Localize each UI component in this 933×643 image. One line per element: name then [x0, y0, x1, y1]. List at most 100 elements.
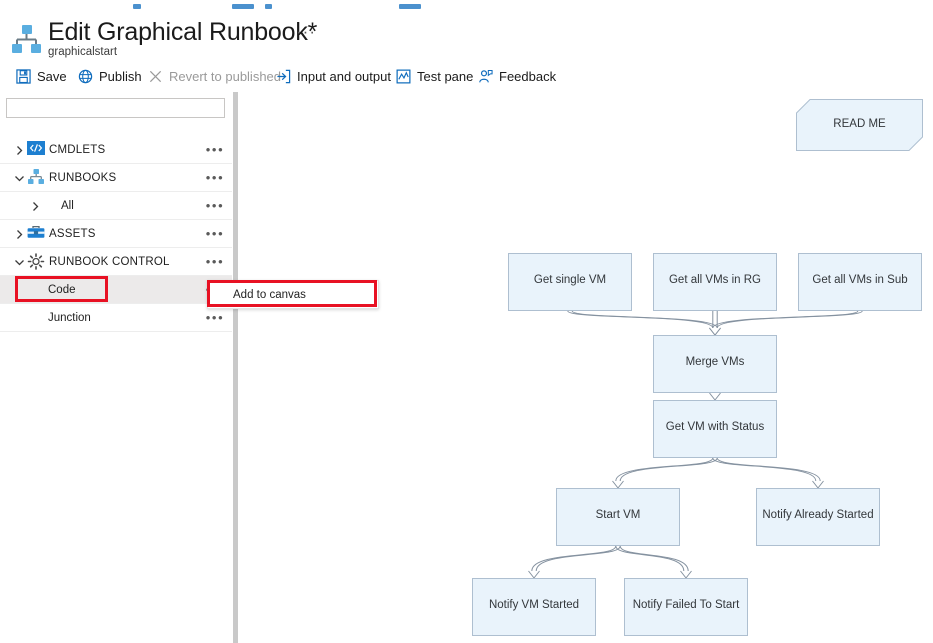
code-brackets-icon: [27, 141, 45, 157]
sidebar-item-label: RUNBOOK CONTROL: [49, 255, 170, 268]
canvas-node-get-single-vm[interactable]: Get single VM: [508, 253, 632, 311]
header-more-button[interactable]: ···: [296, 22, 316, 41]
canvas-note-read-me[interactable]: READ ME: [796, 99, 923, 151]
publish-button[interactable]: Publish: [78, 63, 142, 89]
note-shape: [796, 99, 923, 151]
search-field-wrapper: [6, 98, 225, 118]
sidebar-item-label: ASSETS: [49, 227, 96, 240]
chevron-down-icon[interactable]: [13, 172, 25, 184]
connector-get-all-vms-sub-to-merge-vms: [709, 310, 863, 336]
sidebar-item-label: RUNBOOKS: [49, 171, 117, 184]
canvas-note-label: READ ME: [833, 118, 886, 130]
runbook-hierarchy-icon: [10, 25, 42, 55]
canvas-node-label: Get all VMs in Sub: [812, 274, 908, 286]
input-and-output-label: Input and output: [297, 68, 391, 84]
runbook-name-subtitle: graphicalstart: [48, 46, 118, 58]
breadcrumb-fragment: [265, 4, 272, 9]
revert-to-published-button: Revert to published: [148, 63, 281, 89]
canvas-node-notify-already-started[interactable]: Notify Already Started: [756, 488, 880, 546]
row-overflow-menu-icon[interactable]: •••: [205, 254, 225, 269]
connector-layer: [528, 310, 863, 579]
sidebar-item-all[interactable]: All •••: [0, 192, 232, 220]
breadcrumb-fragment: [133, 4, 141, 9]
revert-to-published-label: Revert to published: [169, 68, 282, 84]
panel-splitter[interactable]: [233, 92, 238, 643]
connector-arrowhead: [612, 480, 624, 489]
search-input[interactable]: [6, 98, 225, 118]
clipped-breadcrumb-strip: [0, 0, 933, 9]
breadcrumb-fragment: [232, 4, 254, 9]
row-overflow-menu-icon[interactable]: •••: [205, 226, 225, 241]
row-overflow-menu-icon[interactable]: •••: [205, 310, 225, 325]
page-header: Edit Graphical Runbook* ··· graphicalsta…: [0, 9, 933, 61]
connector-arrowhead: [709, 327, 721, 336]
connector-start-vm-to-notify-vm-started: [528, 545, 621, 579]
context-menu: Add to canvas: [207, 280, 379, 309]
canvas-node-get-vm-with-status[interactable]: Get VM with Status: [653, 400, 777, 458]
sidebar-item-label: CMDLETS: [49, 143, 106, 156]
sidebar-item-code[interactable]: Code•••: [0, 276, 232, 304]
input-output-icon: [277, 69, 291, 83]
canvas-node-label: Notify VM Started: [488, 599, 580, 611]
row-overflow-menu-icon[interactable]: •••: [205, 170, 225, 185]
breadcrumb-fragment: [399, 4, 421, 9]
canvas-node-start-vm[interactable]: Start VM: [556, 488, 680, 546]
connector-get-vm-with-status-to-start-vm: [612, 457, 718, 489]
feedback-label: Feedback: [499, 68, 557, 84]
runbook-canvas[interactable]: READ ME Get single VM Get all VMs in RG Get…: [238, 92, 933, 643]
row-overflow-menu-icon[interactable]: •••: [205, 198, 225, 213]
connector-get-vm-with-status-to-notify-already-started: [712, 457, 824, 489]
test-pane-icon: [396, 69, 411, 83]
library-panel: CMDLETS•••RUNBOOKS•••All•••ASSETS•••RUNB…: [0, 92, 232, 643]
sidebar-item-label: Code: [48, 283, 76, 296]
test-pane-button[interactable]: Test pane: [396, 63, 473, 89]
page-title: Edit Graphical Runbook*: [48, 18, 318, 46]
canvas-node-notify-failed-to-start[interactable]: Notify Failed To Start: [624, 578, 748, 636]
sidebar-item-runbooks[interactable]: RUNBOOKS •••: [0, 164, 232, 192]
canvas-node-label: Start VM: [595, 509, 641, 521]
sidebar-item-assets[interactable]: ASSETS •••: [0, 220, 232, 248]
connector-get-single-vm-to-merge-vms: [567, 310, 721, 336]
sidebar-item-cmdlets[interactable]: CMDLETS •••: [0, 136, 232, 164]
canvas-node-label: Get all VMs in RG: [668, 274, 762, 286]
chevron-right-icon[interactable]: [13, 228, 25, 240]
sidebar-item-label: Junction: [48, 311, 91, 324]
canvas-node-get-all-vms-rg[interactable]: Get all VMs in RG: [653, 253, 777, 311]
row-overflow-menu-icon[interactable]: •••: [205, 142, 225, 157]
publish-globe-icon: [78, 69, 93, 83]
save-floppy-icon: [16, 68, 31, 84]
canvas-node-label: Notify Already Started: [762, 509, 874, 521]
test-pane-label: Test pane: [417, 68, 474, 84]
connector-arrowhead: [709, 392, 721, 401]
canvas-node-notify-vm-started[interactable]: Notify VM Started: [472, 578, 596, 636]
library-tree: CMDLETS•••RUNBOOKS•••All•••ASSETS•••RUNB…: [0, 136, 232, 332]
feedback-button[interactable]: Feedback: [478, 63, 556, 89]
command-bar: Save Publish Revert to published Input a…: [0, 63, 933, 89]
chevron-right-icon[interactable]: [13, 144, 25, 156]
canvas-node-label: Get single VM: [533, 274, 607, 286]
sidebar-item-runbook-control[interactable]: RUNBOOK CONTROL •••: [0, 248, 232, 276]
connector-start-vm-to-notify-failed-to-start: [615, 545, 692, 579]
close-x-icon: [149, 70, 162, 82]
save-label: Save: [37, 68, 67, 84]
input-and-output-button[interactable]: Input and output: [276, 63, 391, 89]
chevron-down-icon[interactable]: [13, 256, 25, 268]
publish-label: Publish: [99, 68, 142, 84]
chevron-right-icon[interactable]: [29, 200, 41, 212]
sidebar-item-junction[interactable]: Junction •••: [0, 304, 232, 332]
canvas-node-label: Notify Failed To Start: [632, 599, 740, 611]
connector-arrowhead: [528, 570, 540, 579]
canvas-node-merge-vms[interactable]: Merge VMs: [653, 335, 777, 393]
canvas-node-get-all-vms-sub[interactable]: Get all VMs in Sub: [798, 253, 922, 311]
sidebar-item-label: All: [61, 199, 74, 212]
feedback-person-icon: [479, 69, 493, 83]
canvas-node-label: Merge VMs: [685, 356, 745, 368]
save-button[interactable]: Save: [16, 63, 67, 89]
gear-icon: [27, 253, 45, 270]
hierarchy-icon: [27, 169, 45, 185]
connector-arrowhead: [680, 570, 692, 579]
connector-arrowhead: [812, 480, 824, 489]
menu-item-add-to-canvas[interactable]: Add to canvas: [233, 288, 306, 301]
canvas-node-label: Get VM with Status: [665, 421, 765, 433]
